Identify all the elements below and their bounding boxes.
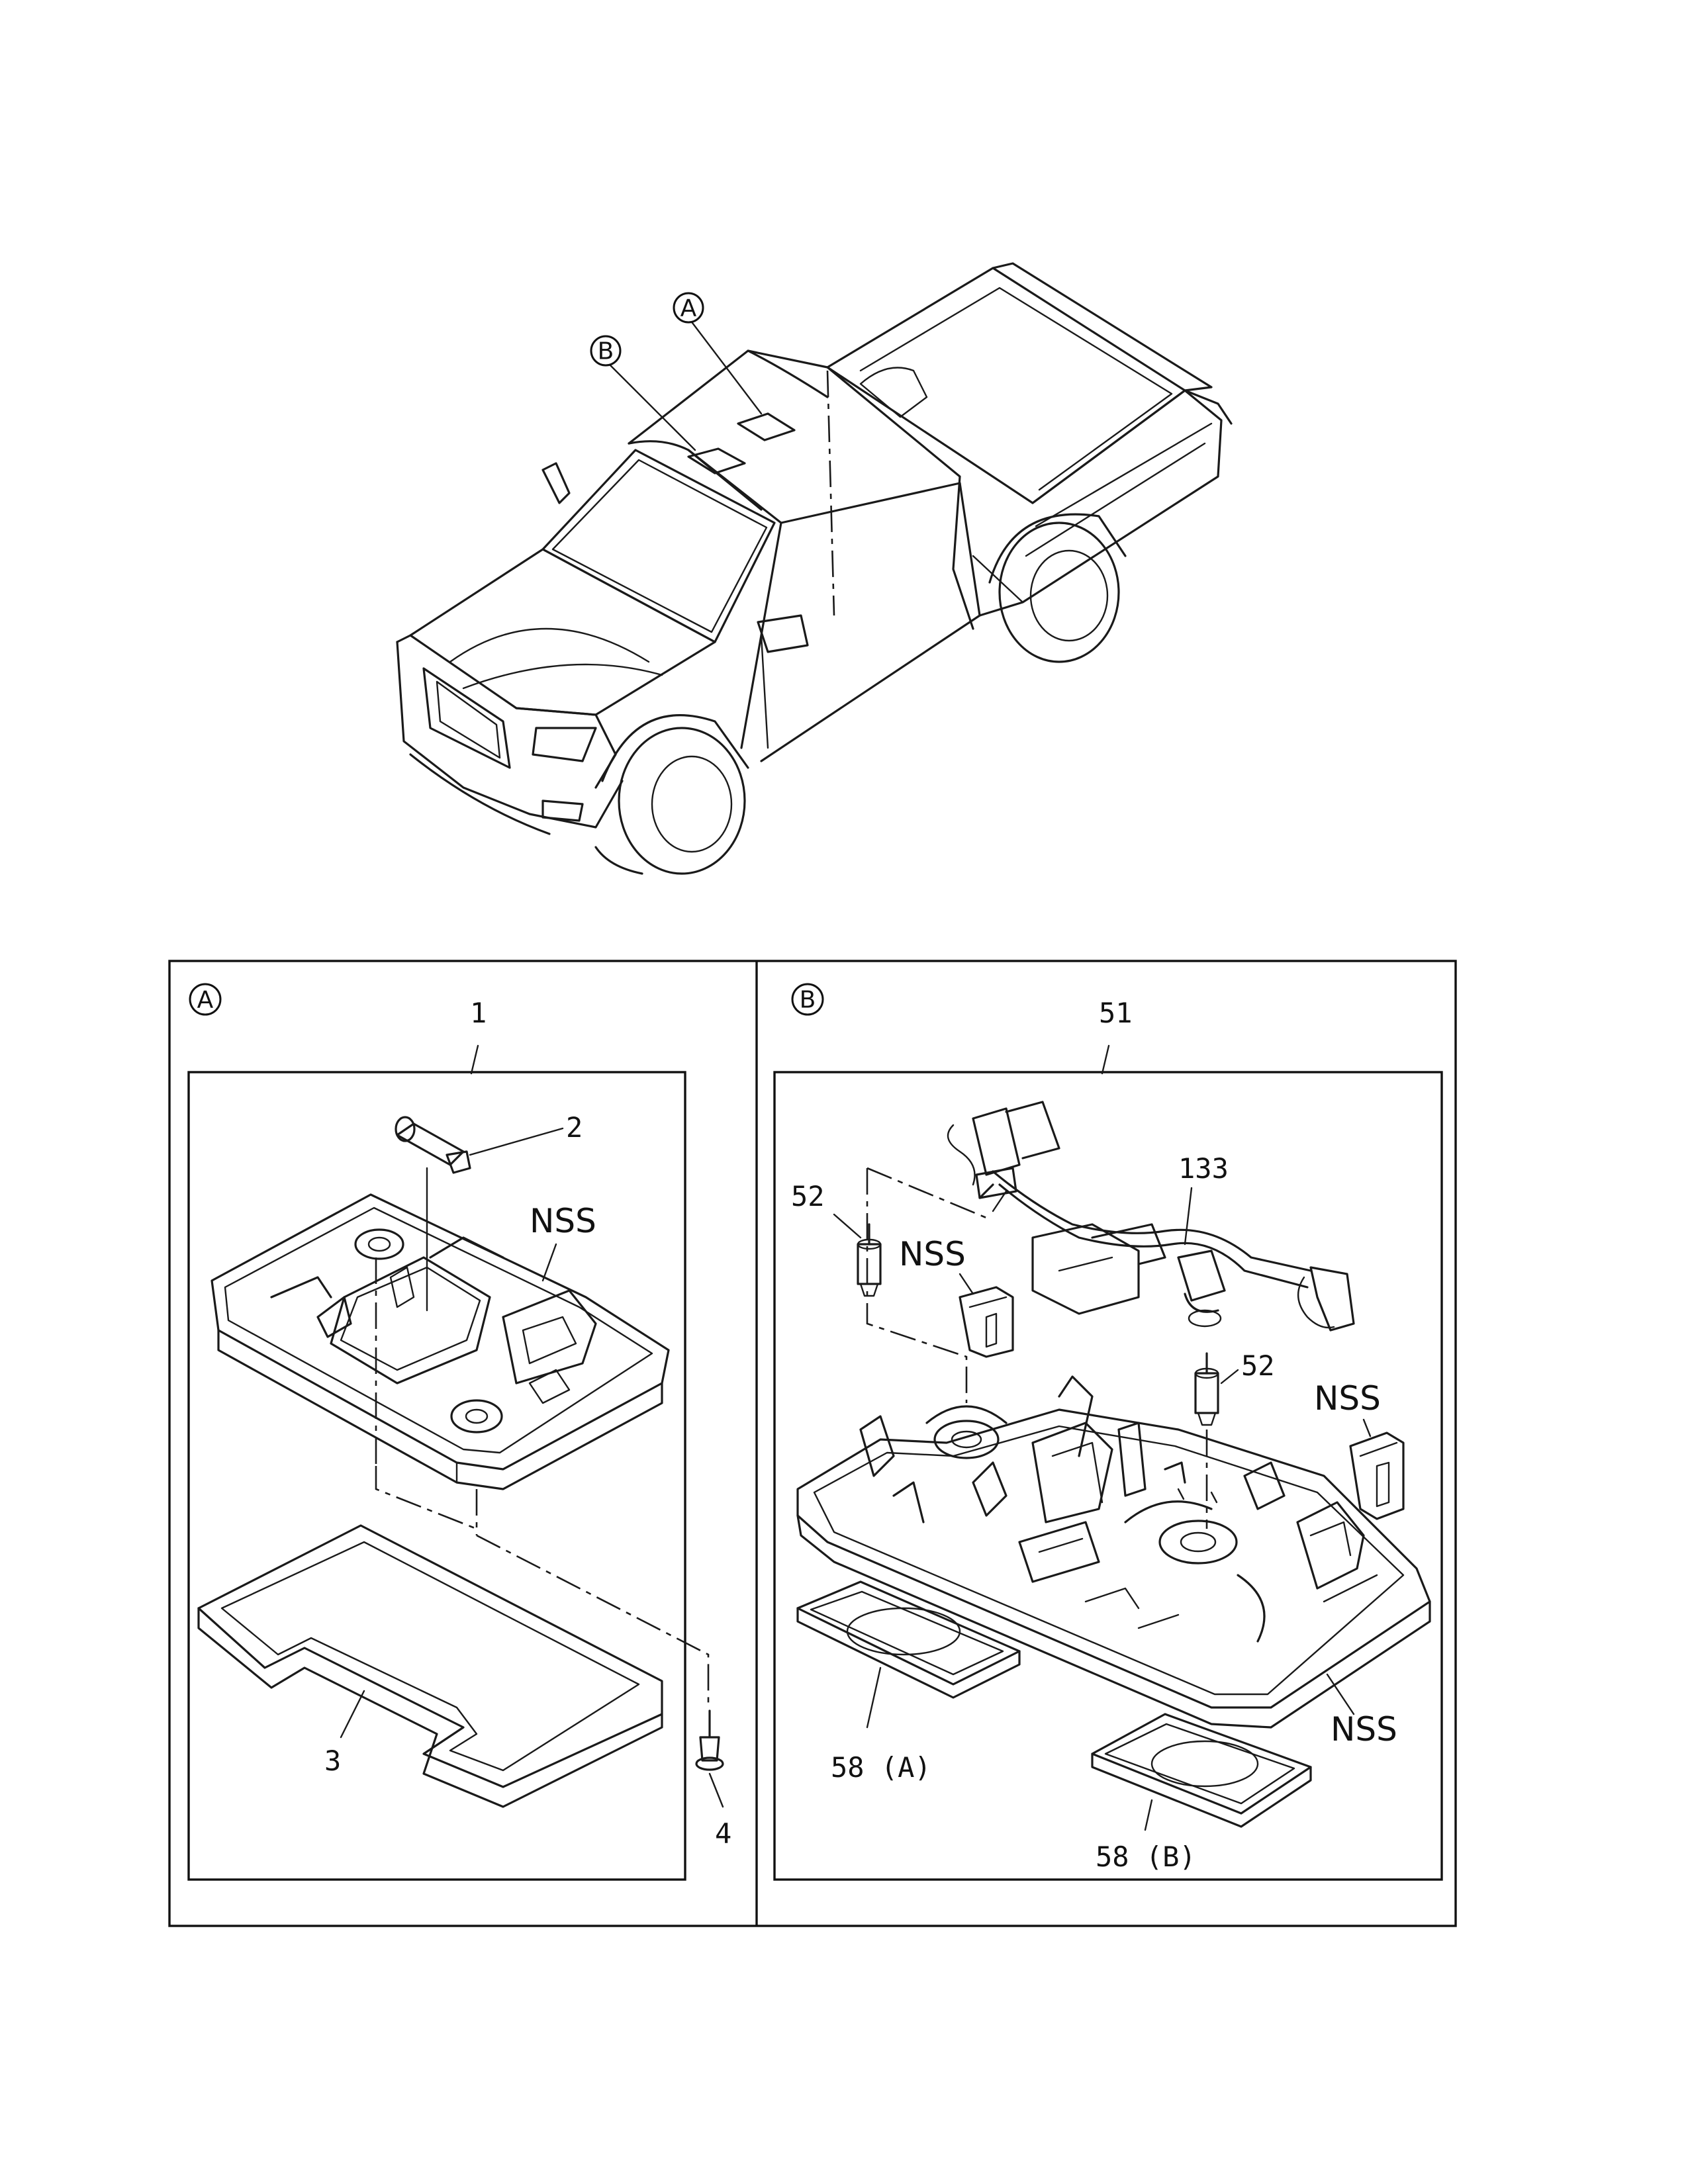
- nss-label-b-right: NSS: [1314, 1379, 1381, 1418]
- nss-label-a: NSS: [530, 1202, 596, 1240]
- nss-clip-right: [1349, 1432, 1405, 1520]
- part-label-133: 133: [1178, 1152, 1229, 1185]
- detail-outer-frame: [168, 960, 1457, 1927]
- part-label-52-right: 52: [1241, 1349, 1275, 1382]
- part-label-2: 2: [566, 1111, 583, 1144]
- part-label-58a: 58 (A): [831, 1751, 931, 1784]
- part-label-3: 3: [324, 1745, 341, 1777]
- panel-a: A 1 2: [187, 983, 731, 1881]
- lamp-housing-part-1: [211, 1193, 670, 1490]
- panel-b-tag: B: [791, 983, 824, 1016]
- panel-a-tag-text: A: [197, 987, 214, 1014]
- truck-callout-b: B: [590, 335, 622, 367]
- truck-callout-a-text: A: [680, 295, 697, 322]
- roof-light-a-marker: [737, 412, 796, 441]
- harness-part-133: [947, 1101, 1355, 1332]
- part-label-58b: 58 (B): [1096, 1841, 1196, 1873]
- part-label-51: 51: [1099, 997, 1133, 1029]
- panel-b: B 51 133: [773, 983, 1443, 1881]
- lens-part-58b: [1091, 1713, 1312, 1828]
- pickup-truck-illustration: [396, 262, 1233, 875]
- bulb-part-52-right: [1194, 1352, 1219, 1426]
- truck-callout-a: A: [673, 292, 704, 324]
- nss-clip-left: [959, 1286, 1014, 1358]
- gasket-part-3: [197, 1524, 663, 1808]
- nss-label-b-left: NSS: [899, 1235, 966, 1273]
- nss-label-b-bottom: NSS: [1331, 1710, 1397, 1749]
- part-label-1: 1: [470, 997, 487, 1029]
- panel-b-tag-text: B: [800, 987, 816, 1014]
- lamp-housing-part-51: [796, 1375, 1431, 1729]
- panel-b-inner-frame: [773, 1071, 1443, 1881]
- panel-a-tag: A: [189, 983, 222, 1016]
- part-label-4: 4: [715, 1817, 731, 1850]
- panel-a-inner-frame: [187, 1071, 686, 1881]
- bulb-part-52-left: [857, 1223, 882, 1297]
- roof-light-b-marker: [687, 447, 746, 475]
- lens-part-58a: [796, 1580, 1021, 1699]
- truck-callout-b-text: B: [598, 338, 614, 365]
- part-label-52-left: 52: [791, 1180, 825, 1212]
- bulb-part-2: [395, 1116, 564, 1312]
- screw-part-4: [695, 1709, 724, 1771]
